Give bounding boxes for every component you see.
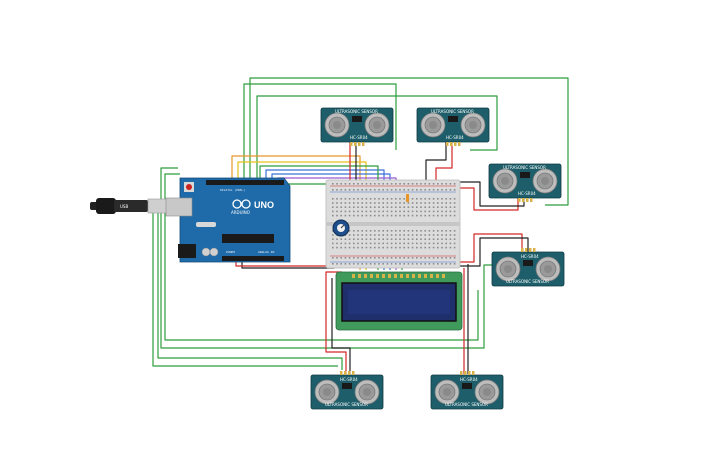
ultrasonic-sensor-top-mid[interactable]: ULTRASONIC SENSOR HC-SR04 bbox=[416, 107, 490, 146]
usb-cable[interactable]: USB bbox=[90, 198, 169, 214]
sensor-chip-label: HC-SR04 bbox=[350, 135, 368, 140]
sensor-label: ULTRASONIC SENSOR bbox=[503, 165, 546, 170]
crystal bbox=[196, 222, 216, 227]
transducer-icon bbox=[324, 112, 350, 138]
sensor-crystal bbox=[520, 172, 530, 178]
reset-button-cap bbox=[186, 184, 192, 190]
atmega-chip bbox=[222, 234, 274, 243]
breadboard[interactable] bbox=[325, 179, 461, 269]
transducer-icon bbox=[434, 379, 460, 405]
arduino-logo-icon bbox=[232, 199, 251, 209]
sensor-chip-label: HC-SR04 bbox=[521, 254, 539, 259]
ultrasonic-sensor-right-top[interactable]: ULTRASONIC SENSOR HC-SR04 bbox=[488, 163, 562, 202]
ultrasonic-sensor-bottom-left[interactable]: ULTRASONIC SENSOR HC-SR04 bbox=[310, 371, 384, 410]
ultrasonic-sensor-right-mid[interactable]: ULTRASONIC SENSOR HC-SR04 bbox=[491, 248, 565, 287]
sensor-label: ULTRASONIC SENSOR bbox=[431, 109, 474, 114]
analog-label: ANALOG IN bbox=[258, 250, 274, 254]
transducer-icon bbox=[532, 168, 558, 194]
potentiometer[interactable] bbox=[332, 219, 350, 237]
lcd-pin-header bbox=[352, 274, 445, 278]
resistor bbox=[406, 194, 409, 202]
lcd-glass bbox=[348, 290, 450, 314]
wire-black-s3[interactable] bbox=[440, 181, 525, 207]
wire-green-top-outer[interactable] bbox=[243, 83, 397, 178]
wire-black-s2[interactable] bbox=[425, 142, 447, 186]
sensor-label: ULTRASONIC SENSOR bbox=[445, 402, 488, 407]
transducer-icon bbox=[495, 256, 521, 282]
capacitor-1 bbox=[201, 247, 211, 257]
board-brand: ARDUINO bbox=[231, 210, 250, 215]
wire-black-s5[interactable] bbox=[331, 278, 351, 374]
wire-red-s5[interactable] bbox=[325, 271, 347, 374]
board-model: UNO bbox=[254, 200, 274, 210]
sensor-chip-label: HC-SR04 bbox=[340, 377, 358, 382]
sensor-chip-label: HC-SR04 bbox=[460, 377, 478, 382]
wire-black-s4[interactable] bbox=[446, 237, 529, 267]
sensor-crystal bbox=[352, 116, 362, 122]
usb-jack bbox=[165, 197, 193, 217]
sensor-crystal bbox=[462, 383, 472, 389]
sensor-label: ULTRASONIC SENSOR bbox=[325, 402, 368, 407]
digital-header bbox=[206, 180, 284, 185]
sensor-chip-label: HC-SR04 bbox=[518, 191, 536, 196]
digital-header-label: DIGITAL (PWM~) bbox=[220, 188, 245, 192]
breadboard-holes bbox=[332, 183, 456, 265]
ultrasonic-sensor-bottom-right[interactable]: ULTRASONIC SENSOR HC-SR04 bbox=[430, 371, 504, 410]
breadboard-center-gap bbox=[326, 222, 460, 226]
power-jack bbox=[178, 244, 196, 258]
sensor-crystal bbox=[523, 260, 533, 266]
sensor-label: ULTRASONIC SENSOR bbox=[335, 109, 378, 114]
transducer-icon bbox=[420, 112, 446, 138]
power-label: POWER bbox=[226, 250, 235, 254]
sensor-crystal bbox=[342, 383, 352, 389]
transducer-icon bbox=[314, 379, 340, 405]
transducer-icon bbox=[474, 379, 500, 405]
sensor-chip-label: HC-SR04 bbox=[446, 135, 464, 140]
wire-green-top-inner[interactable] bbox=[256, 95, 498, 178]
transducer-icon bbox=[492, 168, 518, 194]
arduino-uno-board[interactable]: DIGITAL (PWM~) POWER ANALOG IN UNO ARDUI… bbox=[165, 177, 291, 263]
power-analog-header bbox=[222, 256, 284, 261]
wire-red-s4[interactable] bbox=[454, 233, 523, 263]
wire-red-s2[interactable] bbox=[435, 142, 453, 186]
sensor-label: ULTRASONIC SENSOR bbox=[506, 279, 549, 284]
ultrasonic-sensor-top-left[interactable]: ULTRASONIC SENSOR HC-SR04 bbox=[320, 107, 394, 146]
lcd-display[interactable] bbox=[335, 271, 463, 331]
transducer-icon bbox=[460, 112, 486, 138]
wire-red-s3[interactable] bbox=[446, 187, 519, 211]
usb-label: USB bbox=[120, 204, 128, 209]
wire-green-left-4[interactable] bbox=[160, 167, 493, 349]
transducer-icon bbox=[364, 112, 390, 138]
transducer-icon bbox=[354, 379, 380, 405]
wire-green-left-3[interactable] bbox=[164, 173, 479, 341]
capacitor-2 bbox=[209, 247, 219, 257]
transducer-icon bbox=[535, 256, 561, 282]
sensor-crystal bbox=[448, 116, 458, 122]
wire-green-top-mid[interactable] bbox=[249, 77, 569, 206]
